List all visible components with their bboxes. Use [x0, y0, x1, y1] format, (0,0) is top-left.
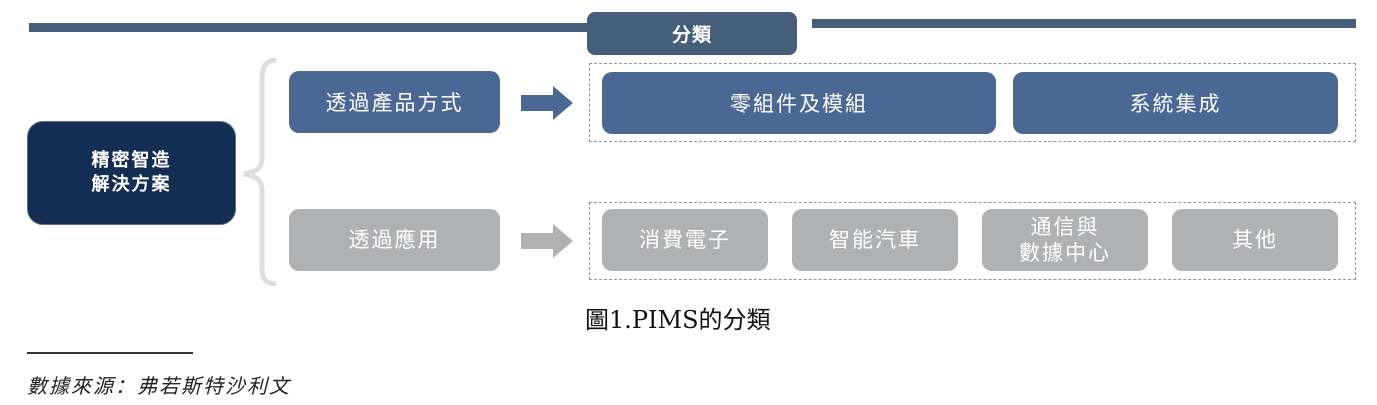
- product-categories-group: [589, 63, 1356, 142]
- root-node-line1: 精密智造: [91, 150, 172, 171]
- category-consumer-electronics-label: 消費電子: [639, 228, 731, 252]
- category-system-integration-label: 系統集成: [1129, 92, 1222, 116]
- category-components-modules: 零組件及模組: [602, 72, 996, 134]
- branch-product-label: 透過產品方式: [325, 91, 464, 115]
- branch-application-label: 透過應用: [348, 228, 441, 252]
- root-node: 精密智造 解決方案: [27, 121, 236, 225]
- category-system-integration: 系統集成: [1013, 72, 1338, 134]
- category-others: 其他: [1172, 209, 1338, 271]
- category-communications-datacenter: 通信與 數據中心: [982, 209, 1148, 271]
- branch-product-node: 透過產品方式: [289, 71, 500, 133]
- root-node-line2: 解決方案: [91, 174, 172, 195]
- classification-tag-label: 分類: [671, 24, 712, 46]
- arrow-right-icon: [521, 224, 573, 258]
- category-smart-vehicles-label: 智能汽車: [829, 228, 921, 252]
- figure-caption: 圖1.PIMS的分類: [585, 306, 771, 334]
- arrow-right-icon: [521, 86, 573, 120]
- classification-tag: 分類: [587, 12, 797, 55]
- category-smart-vehicles: 智能汽車: [792, 209, 958, 271]
- header-bar-right: [812, 19, 1356, 28]
- category-communications-datacenter-line1: 通信與: [1030, 215, 1100, 239]
- category-components-modules-label: 零組件及模組: [730, 92, 868, 116]
- source-divider: [27, 352, 193, 354]
- category-consumer-electronics: 消費電子: [602, 209, 768, 271]
- header-bar-left: [29, 23, 587, 32]
- application-categories-group: [589, 202, 1356, 280]
- category-others-label: 其他: [1232, 228, 1278, 252]
- brace-connector: [243, 58, 277, 286]
- branch-application-node: 透過應用: [289, 209, 500, 271]
- source-note: 數據來源：弗若斯特沙利文: [27, 374, 291, 398]
- category-communications-datacenter-line2: 數據中心: [1019, 241, 1111, 265]
